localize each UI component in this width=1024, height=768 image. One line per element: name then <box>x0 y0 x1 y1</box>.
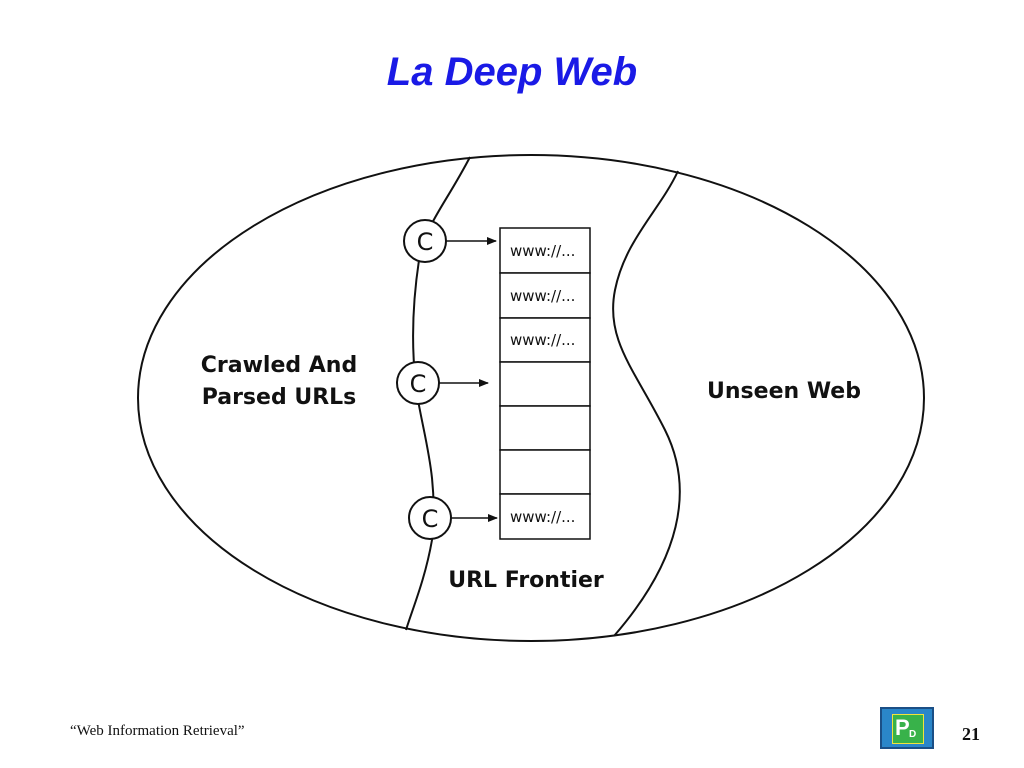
crawler-node: C <box>408 496 452 540</box>
crawler-label: C <box>417 228 434 256</box>
crawled-urls-label-line1: Crawled And <box>201 353 357 378</box>
crawler-label: C <box>410 370 427 398</box>
frontier-cell <box>499 361 591 407</box>
footer-text: “Web Information Retrieval” <box>70 723 245 739</box>
crawled-urls-label-line2: Parsed URLs <box>202 385 357 410</box>
frontier-cell-text: www://... <box>510 242 575 260</box>
logo-letter-main: P <box>895 715 910 740</box>
web-ellipse <box>137 154 925 642</box>
frontier-cell-text: www://... <box>510 331 575 349</box>
unseen-boundary-curve <box>612 170 681 637</box>
logo-emblem: P D <box>892 714 924 744</box>
crawler-label: C <box>422 505 439 533</box>
page-number: 21 <box>962 724 980 744</box>
crawler-node: C <box>403 219 447 263</box>
frontier-cell <box>499 227 591 274</box>
url-frontier-queue: www://... www://... www://... www://... <box>499 227 591 540</box>
frontier-cell <box>499 493 591 540</box>
unseen-web-label: Unseen Web <box>707 379 861 404</box>
frontier-cell-text: www://... <box>510 508 575 526</box>
slide-title: La Deep Web <box>386 50 638 94</box>
university-logo: P D <box>880 707 934 749</box>
frontier-cell <box>499 449 591 495</box>
logo-letter-small: D <box>909 729 917 740</box>
crawler-node: C <box>396 361 440 405</box>
frontier-cell-text: www://... <box>510 287 575 305</box>
frontier-cell <box>499 405 591 451</box>
url-frontier-label: URL Frontier <box>448 568 604 593</box>
